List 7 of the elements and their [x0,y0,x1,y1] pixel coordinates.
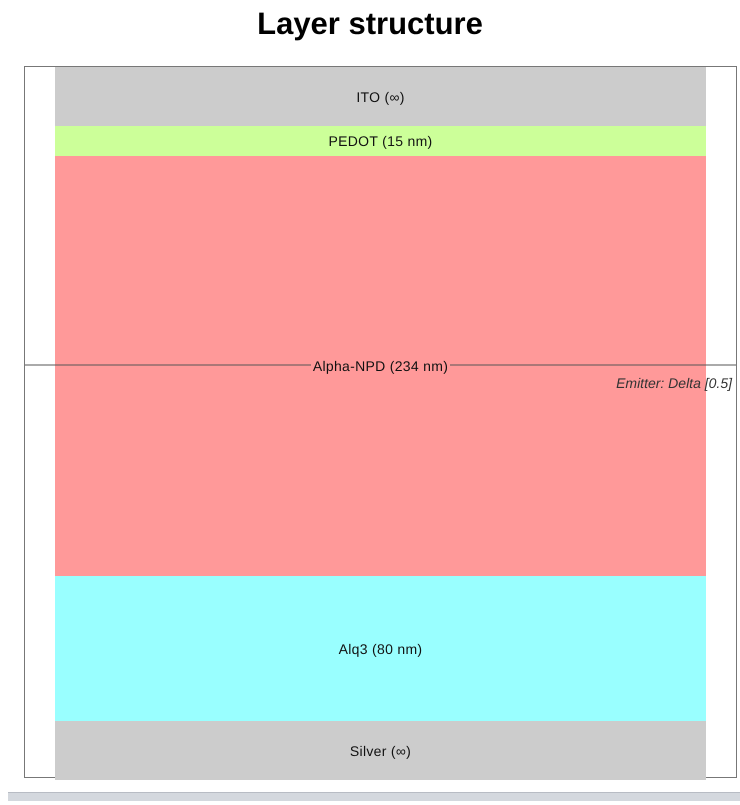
layer-band [55,126,706,156]
layer-band [55,721,706,780]
title: Layer structure [256,6,484,42]
layer-band [55,156,706,576]
emitter-note: Emitter: Delta [0.5] [616,375,732,391]
layer-band [55,576,706,721]
layer-band [55,67,706,126]
